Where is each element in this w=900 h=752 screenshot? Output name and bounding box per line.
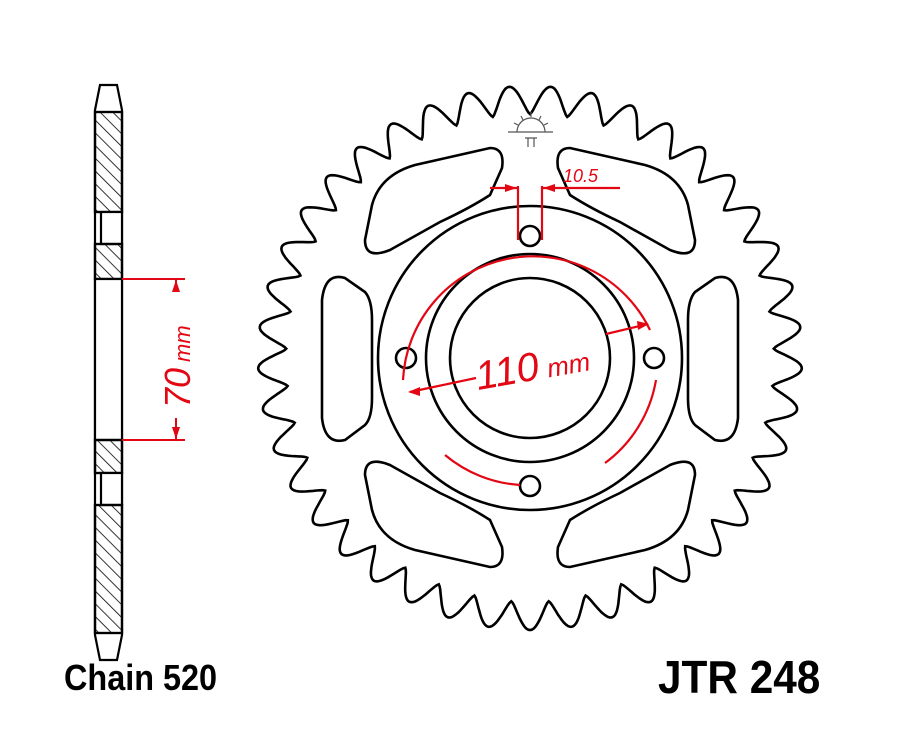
- bore-dimension-label: 70mm: [157, 325, 198, 408]
- bolt-hole-left: [394, 346, 418, 370]
- bolt-hole-right: [642, 346, 666, 370]
- side-profile: [93, 83, 124, 662]
- sprocket-teeth-outline: [256, 85, 804, 632]
- dimension-arrows: [408, 184, 649, 396]
- sun-logo-icon: [508, 112, 553, 147]
- bolt-hole-dimension-label: 10.5: [563, 166, 599, 186]
- sprocket-body: [320, 146, 740, 569]
- bolt-hole-bottom: [518, 474, 542, 498]
- bolt-circle-dimension-label: 110mm: [472, 336, 593, 399]
- bolt-circle-dimension: [401, 186, 658, 487]
- bolt-hole-top: [518, 224, 542, 248]
- bore-dimension: [122, 278, 185, 441]
- chain-size-label: Chain 520: [64, 657, 218, 698]
- part-number-label: JTR 248: [658, 651, 821, 703]
